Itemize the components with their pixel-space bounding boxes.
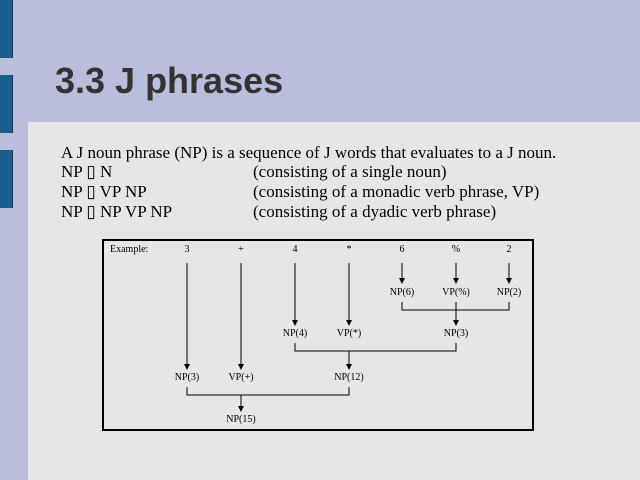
title-band xyxy=(0,0,640,122)
tree-node: NP(3) xyxy=(443,328,469,339)
tree-node: NP(2) xyxy=(496,287,522,298)
rule-lhs: NP ▯ NP VP NP xyxy=(61,202,173,221)
decor-tab xyxy=(0,0,13,58)
parse-tree-diagram: Example: 3 + 4 * 6 % 2 NP(6) VP(%) NP(2)… xyxy=(102,239,534,431)
decor-tab xyxy=(0,75,13,133)
tree-node: NP(6) xyxy=(389,287,415,298)
token: 6 xyxy=(399,244,405,255)
rule-description: (consisting of a monadic verb phrase, VP… xyxy=(253,182,540,201)
token: + xyxy=(238,244,244,255)
intro-text: A J noun phrase (NP) is a sequence of J … xyxy=(61,143,557,162)
tree-node: NP(3) xyxy=(174,372,200,383)
tree-node: VP(*) xyxy=(336,328,362,339)
token: * xyxy=(346,244,352,255)
example-label: Example: xyxy=(110,244,149,255)
tree-node: VP(%) xyxy=(442,287,470,298)
bracket-line xyxy=(294,343,457,352)
rule-description: (consisting of a single noun) xyxy=(253,162,447,181)
decor-tab xyxy=(0,150,13,208)
rule-lhs: NP ▯ N xyxy=(61,162,113,181)
token: 2 xyxy=(506,244,512,255)
token: 4 xyxy=(292,244,298,255)
tree-node: VP(+) xyxy=(228,372,254,383)
tree-node: NP(4) xyxy=(282,328,308,339)
tree-node: NP(12) xyxy=(334,372,364,383)
token: % xyxy=(451,244,461,255)
slide-title: 3.3 J phrases xyxy=(55,60,284,101)
tree-root-node: NP(15) xyxy=(226,414,256,425)
rule-lhs: NP ▯ VP NP xyxy=(61,182,147,201)
rule-description: (consisting of a dyadic verb phrase) xyxy=(253,202,497,221)
parse-tree-lines xyxy=(184,263,512,412)
bracket-line xyxy=(186,387,350,396)
token: 3 xyxy=(184,244,190,255)
